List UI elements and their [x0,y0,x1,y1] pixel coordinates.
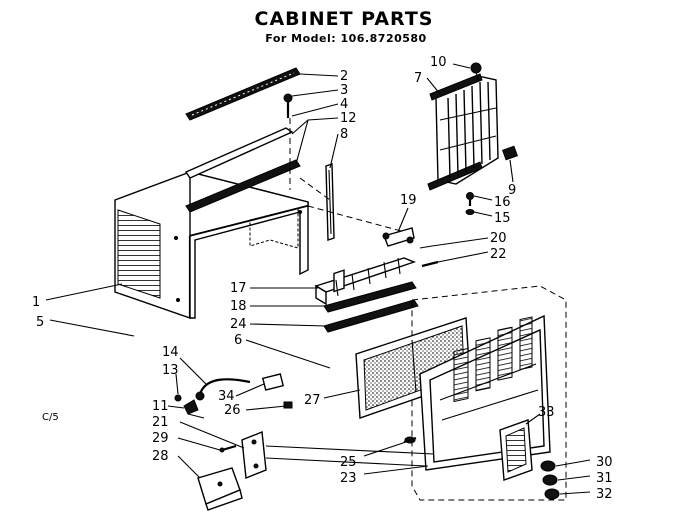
bracket-strip-24 [323,299,419,333]
callout-13: 13 [162,363,179,378]
cabinet-shell [114,171,309,319]
bracket-part-28 [197,467,243,511]
callout-12: 12 [340,111,357,126]
control-bracket [382,227,415,247]
screw-part-22 [421,260,439,268]
air-filter [355,317,471,419]
callout-9: 9 [508,183,516,198]
callout-5: 5 [36,315,44,330]
label-part-34 [261,373,285,391]
callout-17: 17 [230,281,247,296]
clip-part-20 [419,245,433,249]
callout-23: 23 [340,471,357,486]
leader-lines [45,63,591,495]
screw-part-16 [466,192,474,206]
callout-6: 6 [234,333,242,348]
callout-14: 14 [162,345,179,360]
drawing-note: C/5 [42,412,59,423]
callout-4: 4 [340,97,348,112]
callout-8: 8 [340,127,348,142]
callout-26: 26 [224,403,241,418]
control-door [499,419,533,481]
callout-22: 22 [490,247,507,262]
mounting-bracket-17 [314,257,417,306]
callout-32: 32 [596,487,613,502]
model-number: For Model: 106.8720580 [265,32,427,45]
callout-2: 2 [340,69,348,84]
callout-labels: 2 3 4 12 8 10 7 9 16 15 19 20 22 17 18 2… [32,55,613,502]
control-knobs [540,460,560,500]
pin-part-25 [403,436,417,444]
callout-3: 3 [340,83,348,98]
callout-21: 21 [152,415,169,430]
support-bar [184,127,301,213]
callout-11: 11 [152,399,169,414]
screw-part-10-shaft [475,71,479,81]
top-rail [185,67,301,121]
callout-1: 1 [32,295,40,310]
hinge-part-9 [502,145,518,161]
callout-27: 27 [304,393,321,408]
callout-31: 31 [596,471,613,486]
pin-part-29 [219,444,237,453]
callout-24: 24 [230,317,247,332]
callout-29: 29 [152,431,169,446]
side-curtain-panel [427,73,499,191]
callout-19: 19 [400,193,417,208]
leader-dash-2 [299,177,331,201]
callout-16: 16 [494,195,511,210]
callout-33: 33 [538,405,555,420]
callout-30: 30 [596,455,613,470]
screw-part-10 [470,62,482,74]
callout-15: 15 [494,211,511,226]
callout-20: 20 [490,231,507,246]
callout-34: 34 [218,389,235,404]
diagram-title: CABINET PARTS [254,8,434,30]
callout-18: 18 [230,299,247,314]
screw-part-3 [283,93,293,118]
callout-7: 7 [414,71,422,86]
mounting-plate-21 [241,431,267,479]
clip-part-26 [283,401,293,409]
leader-dash-3 [307,205,406,233]
callout-25: 25 [340,455,357,470]
vertical-channel [325,163,335,241]
washer-part-15 [465,209,475,215]
callout-10: 10 [430,55,447,70]
power-cord-assembly [174,378,251,419]
front-panel-outline [411,285,567,501]
callout-28: 28 [152,449,169,464]
bracket-strip-18 [323,281,417,313]
